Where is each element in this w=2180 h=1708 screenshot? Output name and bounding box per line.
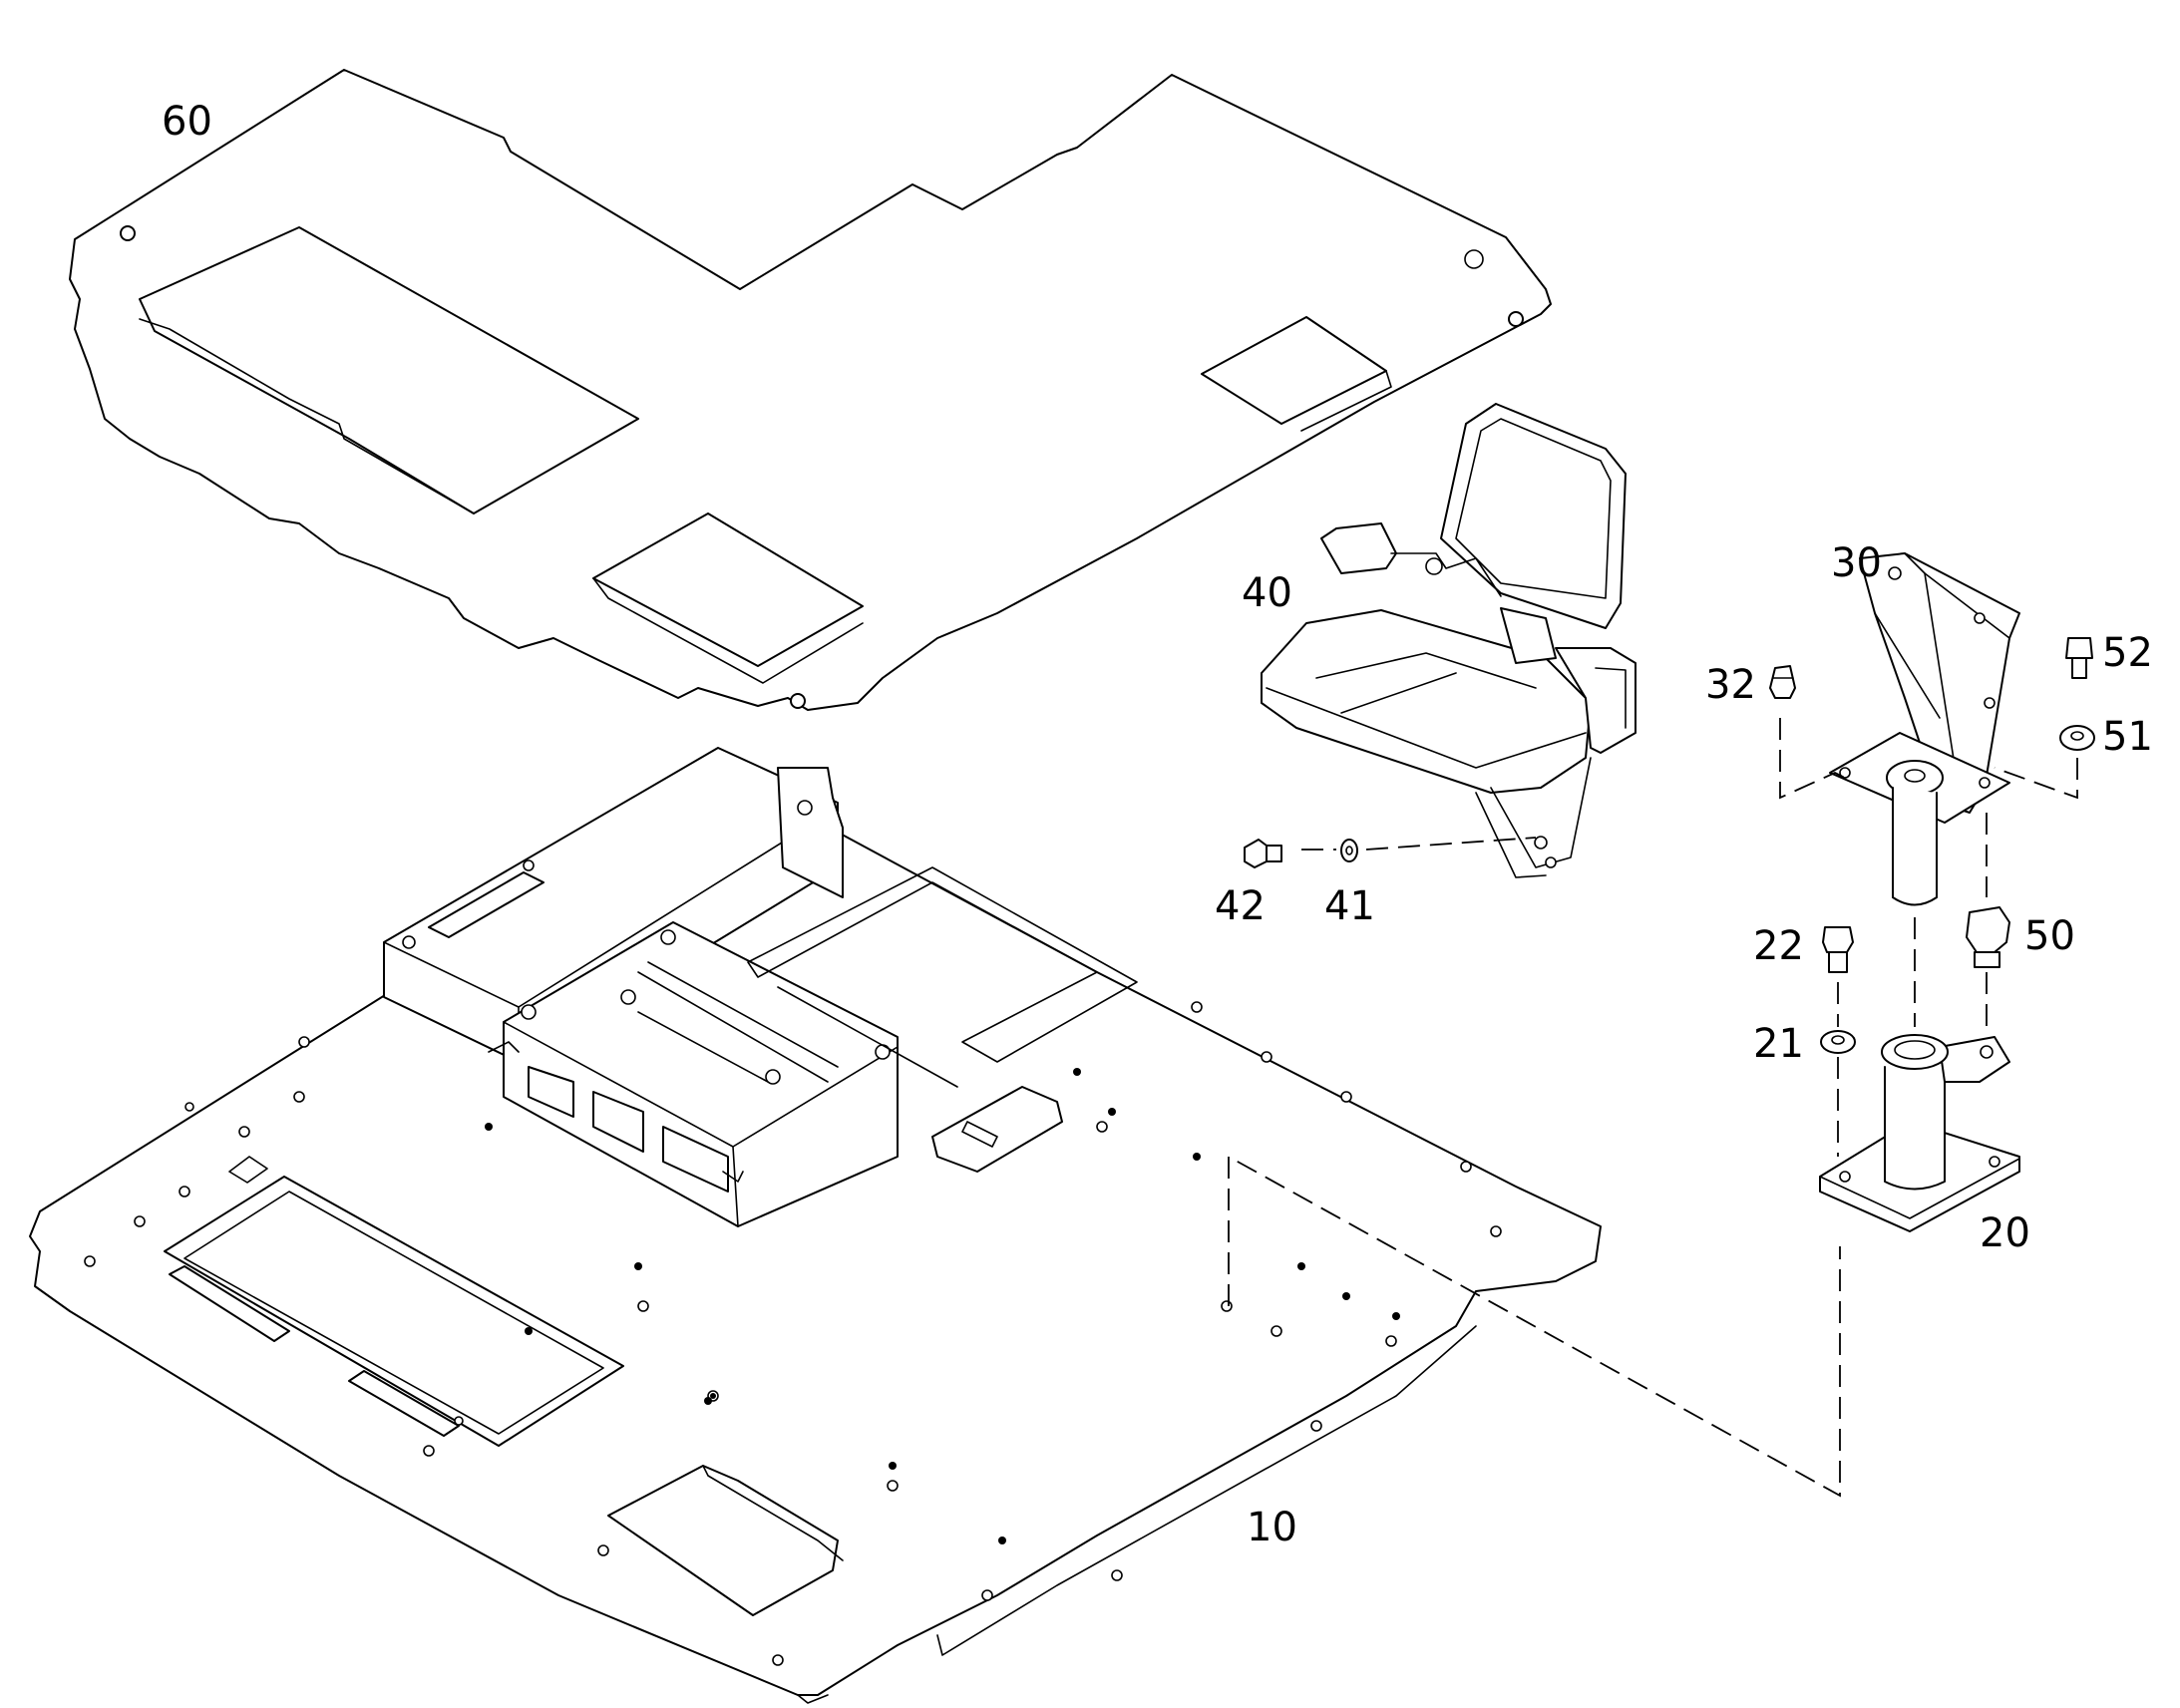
battery-box [383,747,1138,1227]
seat-part [1261,403,1636,878]
callout-30: 30 [1831,540,1882,586]
callout-60: 60 [162,99,212,145]
seat-pedestal-part [1819,1034,2020,1232]
callout-labels: 10 20 21 22 30 32 40 41 42 50 51 52 60 [162,99,2153,1550]
callout-41: 41 [1324,883,1375,929]
callout-21: 21 [1753,1021,1804,1067]
washer-41-part [1340,839,1358,862]
washer-21-part [1820,1030,1856,1054]
plate-holes [84,1001,1502,1666]
callout-40: 40 [1242,570,1292,616]
floor-plate-part [29,792,1602,1704]
callout-50: 50 [2024,913,2075,959]
plate-dots [485,1068,1400,1544]
washer-51-part [2059,725,2095,751]
seat-bracket-part [1829,552,2020,906]
callout-52: 52 [2102,630,2153,676]
screw-52-part [2065,637,2093,679]
grease-nipple-32-part [1769,665,1796,699]
callout-32: 32 [1705,662,1756,708]
callout-10: 10 [1247,1505,1297,1550]
bolt-42-part [1244,839,1282,868]
callout-51: 51 [2102,714,2153,760]
callout-22: 22 [1753,923,1804,969]
floor-mat-part [69,69,1552,711]
bushing-50-part [1966,906,2010,968]
callout-42: 42 [1215,883,1266,929]
bolt-22-part [1822,926,1854,973]
callout-20: 20 [1980,1210,2030,1256]
